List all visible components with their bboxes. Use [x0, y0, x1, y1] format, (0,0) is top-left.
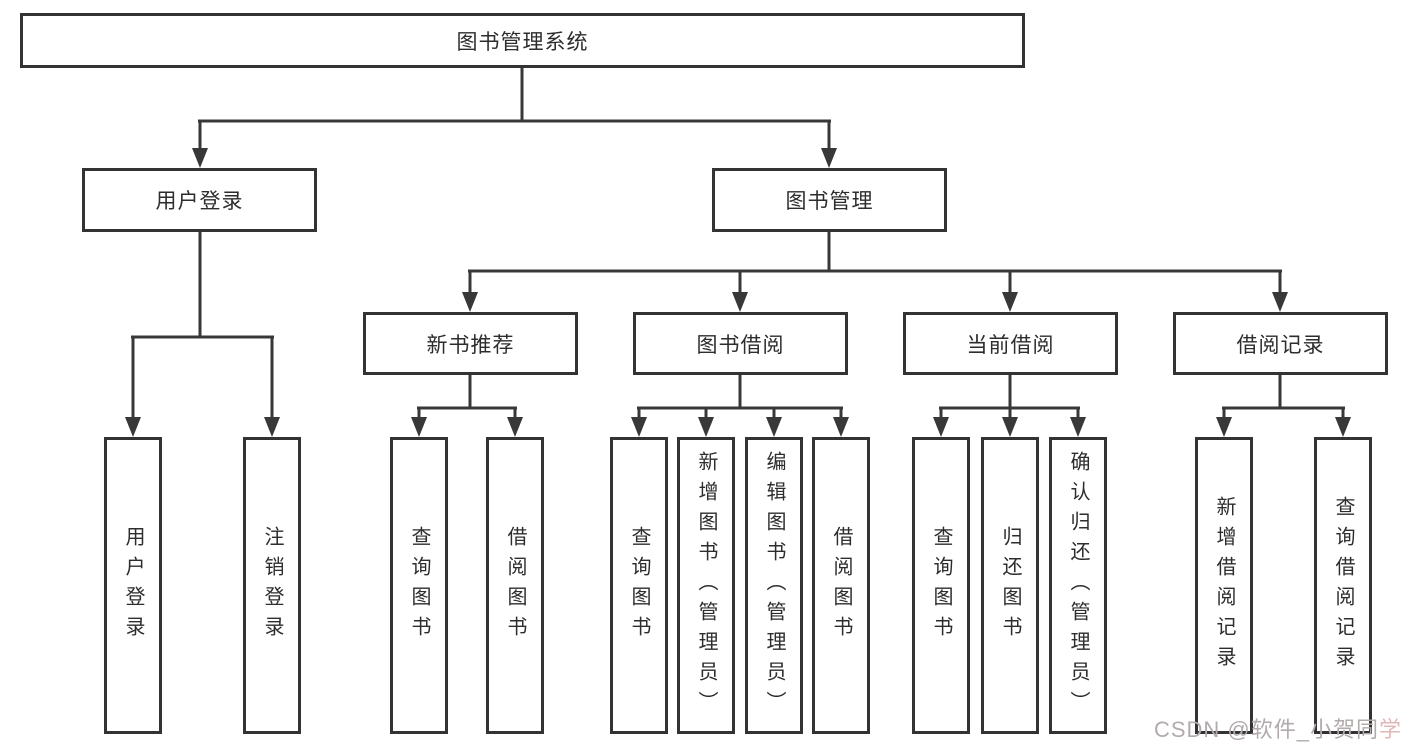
- leaf-cb-query-books: 查询图书: [912, 437, 970, 734]
- node-book-management: 图书管理: [712, 168, 947, 232]
- node-book-borrowing-label: 图书借阅: [696, 333, 785, 357]
- leaf-user-login: 用户登录: [104, 437, 162, 734]
- node-current-borrowing: 当前借阅: [903, 312, 1118, 375]
- leaf-cb-confirm-return-admin: 确认归还（管理员）: [1049, 437, 1107, 734]
- watermark-text-accent: 学: [1378, 717, 1402, 742]
- leaf-nb-borrow-books-label: 借阅图书: [504, 525, 526, 646]
- leaf-cb-query-books-label: 查询图书: [930, 525, 952, 646]
- leaf-nb-query-books-label: 查询图书: [408, 525, 430, 646]
- leaf-bb-borrow-books: 借阅图书: [812, 437, 870, 734]
- leaf-bb-borrow-books-label: 借阅图书: [830, 525, 852, 646]
- leaf-br-add-record-label: 新增借阅记录: [1213, 495, 1235, 676]
- node-library-management-system: 图书管理系统: [20, 13, 1025, 68]
- leaf-bb-edit-books-admin: 编辑图书（管理员）: [745, 437, 803, 734]
- leaf-bb-query-books-label: 查询图书: [628, 525, 650, 646]
- leaf-logout: 注销登录: [243, 437, 301, 734]
- node-user-login: 用户登录: [82, 168, 317, 232]
- node-borrowing-records-label: 借阅记录: [1236, 333, 1325, 357]
- watermark: CSDN @软件_小贺同学: [1154, 712, 1402, 744]
- leaf-bb-query-books: 查询图书: [610, 437, 668, 734]
- leaf-bb-add-books-admin-label: 新增图书（管理员）: [695, 450, 717, 721]
- node-new-book-recommendation: 新书推荐: [363, 312, 578, 375]
- node-library-management-system-label: 图书管理系统: [456, 30, 589, 54]
- leaf-cb-confirm-return-admin-label: 确认归还（管理员）: [1067, 450, 1089, 721]
- node-current-borrowing-label: 当前借阅: [966, 333, 1055, 357]
- leaf-nb-borrow-books: 借阅图书: [486, 437, 544, 734]
- node-book-management-label: 图书管理: [785, 190, 874, 213]
- leaf-br-query-record: 查询借阅记录: [1314, 437, 1372, 734]
- node-borrowing-records: 借阅记录: [1173, 312, 1388, 375]
- leaf-br-query-record-label: 查询借阅记录: [1332, 495, 1354, 676]
- leaf-user-login-label: 用户登录: [122, 525, 144, 646]
- leaf-nb-query-books: 查询图书: [390, 437, 448, 734]
- node-user-login-label: 用户登录: [155, 190, 244, 213]
- leaf-cb-return-books-label: 归还图书: [999, 525, 1021, 646]
- leaf-cb-return-books: 归还图书: [981, 437, 1039, 734]
- node-new-book-recommendation-label: 新书推荐: [426, 333, 515, 357]
- leaf-br-add-record: 新增借阅记录: [1195, 437, 1253, 734]
- node-book-borrowing: 图书借阅: [633, 312, 848, 375]
- watermark-text: CSDN @软件_小贺同: [1153, 717, 1379, 742]
- leaf-bb-edit-books-admin-label: 编辑图书（管理员）: [763, 450, 785, 721]
- leaf-logout-label: 注销登录: [261, 525, 283, 646]
- leaf-bb-add-books-admin: 新增图书（管理员）: [677, 437, 735, 734]
